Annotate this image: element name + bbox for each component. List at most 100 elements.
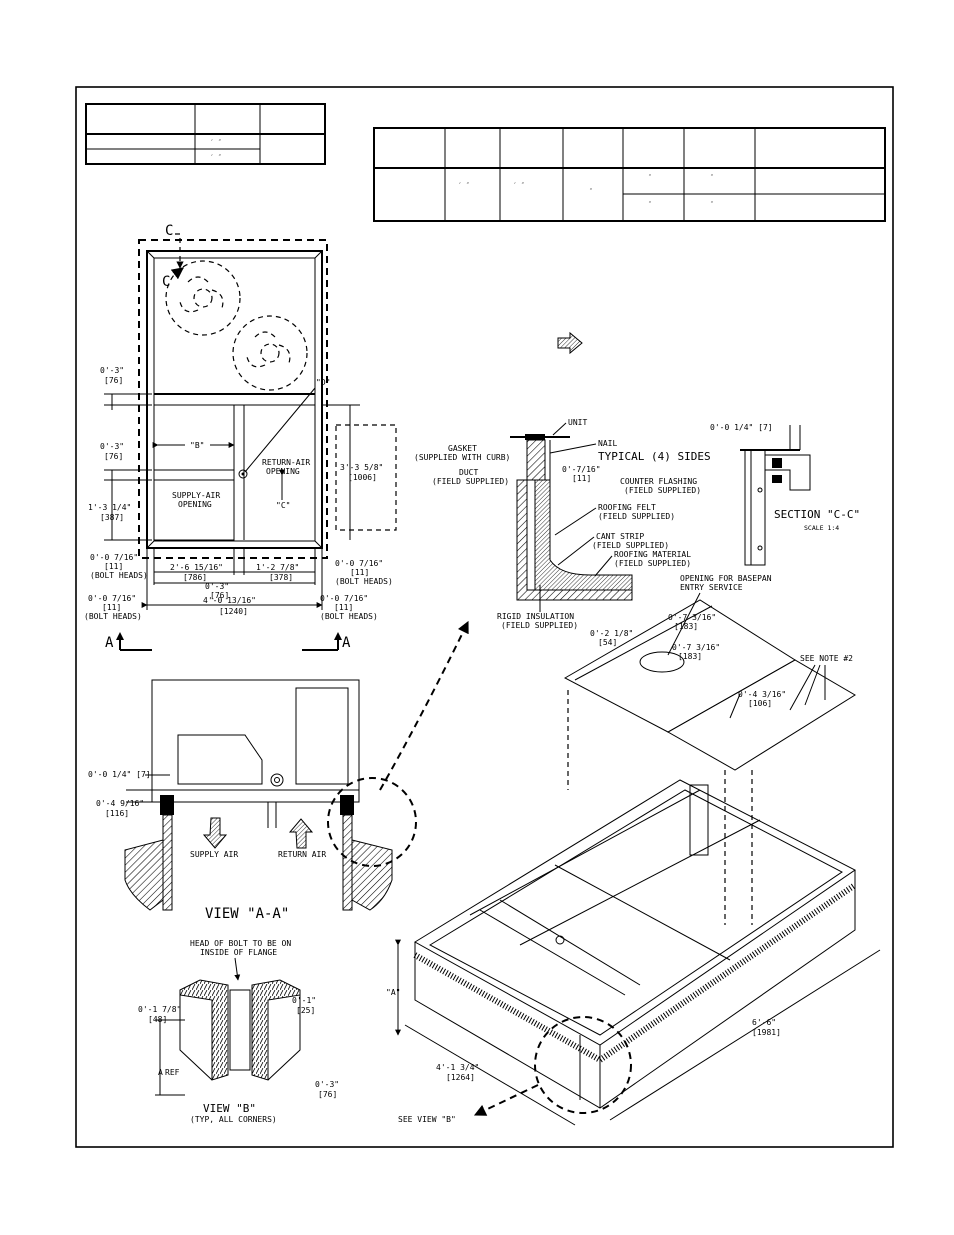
section-a-mark: A	[105, 635, 114, 651]
dim-text: 0'-1 7/8"	[138, 1005, 181, 1014]
dim-text: (BOLT HEADS)	[84, 612, 142, 621]
return-air-label: RETURN AIR	[278, 850, 326, 859]
table-right-cell: ″	[648, 173, 652, 181]
view-b-title: VIEW "B"	[203, 1102, 256, 1115]
iso-label: ENTRY SERVICE	[680, 583, 743, 592]
dim-text: [54]	[598, 638, 617, 647]
dim-text: [25]	[296, 1006, 315, 1015]
view-b: HEAD OF BOLT TO BE ON INSIDE OF FLANGE 0…	[138, 939, 339, 1124]
plan-view: C C "B" "C" "D" RETURN-AIR OPENING SUPPL…	[84, 223, 397, 651]
dim-text: (BOLT HEADS)	[90, 571, 148, 580]
curb-label: (FIELD SUPPLIED)	[598, 512, 675, 521]
dim-text: 1'-2 7/8"	[256, 563, 299, 572]
dim-text: [76]	[104, 452, 123, 461]
curb-label: NAIL	[598, 439, 617, 448]
section-c-c-scale: SCALE 1:4	[804, 524, 839, 532]
dim-text: 4'-0 13/16"	[203, 596, 256, 605]
dim-text: [116]	[105, 809, 129, 818]
section-c-c: 0'-0 1/4" [7] SECTION "C-C" SCALE 1:4	[710, 423, 860, 566]
dim-text: 0'-4 3/16"	[738, 690, 786, 699]
dim-text: 0'-7/16"	[562, 465, 601, 474]
supply-air-opening-label: OPENING	[178, 500, 212, 509]
section-c-mark: C	[165, 223, 173, 239]
return-air-opening-label: OPENING	[266, 467, 300, 476]
curb-label: GASKET	[448, 444, 477, 453]
curb-label: COUNTER FLASHING	[620, 477, 697, 486]
dim-text: REF	[165, 1068, 180, 1077]
dim-text: [1006]	[348, 473, 377, 482]
dim-text: 0'-7 3/16"	[672, 643, 720, 652]
dim-text: 0'-0 7/16"	[320, 594, 368, 603]
view-a-a: SUPPLY AIR RETURN AIR 0'-0 1/4" [7] 0'-4…	[88, 679, 417, 922]
curb-label: DUCT	[459, 468, 478, 477]
supply-air-label: SUPPLY AIR	[190, 850, 238, 859]
dim-text: [11]	[572, 474, 591, 483]
dim-text: (BOLT HEADS)	[335, 577, 393, 586]
dim-text: [48]	[148, 1015, 167, 1024]
dim-text: 0'-3"	[100, 366, 124, 375]
dim-text: 0'-0 1/4" [7]	[710, 423, 773, 432]
return-air-opening-label: RETURN-AIR	[262, 458, 310, 467]
dim-text: [1264]	[446, 1073, 475, 1082]
view-b-note: HEAD OF BOLT TO BE ON	[190, 939, 291, 948]
dim-text: 0'-3"	[315, 1080, 339, 1089]
curb-label: (SUPPLIED WITH CURB)	[414, 453, 510, 462]
curb-label: (FIELD SUPPLIED)	[614, 559, 691, 568]
dim-text: 4'-1 3/4"	[436, 1063, 479, 1072]
label-c: "C"	[276, 501, 290, 510]
section-a-mark: A	[342, 635, 351, 651]
dim-text: 0'-0 7/16"	[90, 553, 138, 562]
table-right-cell: ″	[710, 200, 714, 208]
dimension-table-left: ′ ″ ′ ″	[85, 103, 326, 165]
view-b-subtitle: (TYP, ALL CORNERS)	[190, 1115, 277, 1124]
dim-text: [76]	[104, 376, 123, 385]
dim-text: [1240]	[219, 607, 248, 616]
dim-text: [11]	[102, 603, 121, 612]
curb-label: (FIELD SUPPLIED)	[501, 621, 578, 630]
see-view-b-label: SEE VIEW "B"	[398, 1115, 456, 1124]
page-frame	[75, 86, 894, 1148]
dim-text: [183]	[678, 652, 702, 661]
isometric-curb: OPENING FOR BASEPAN ENTRY SERVICE 0'-7 3…	[386, 574, 881, 1126]
dim-text: 0'-3"	[100, 442, 124, 451]
dim-text: [387]	[100, 513, 124, 522]
curb-label: ROOFING MATERIAL	[614, 550, 691, 559]
dim-text: 0'-4 9/16"	[96, 799, 144, 808]
section-c-c-title: SECTION "C-C"	[774, 508, 860, 521]
table-right-cell: ″	[710, 173, 714, 181]
typical-note: TYPICAL (4) SIDES	[598, 450, 711, 463]
dimension-table-right: ′ ″ ′ ″ ″ ″ ″ ″ ″	[373, 127, 886, 222]
view-a-a-title: VIEW "A-A"	[205, 906, 289, 922]
curb-label: (FIELD SUPPLIED)	[624, 486, 701, 495]
table-left-cell: ′ ″	[210, 138, 222, 146]
section-c-mark: C	[162, 274, 170, 290]
dim-text: [11]	[350, 568, 369, 577]
dim-text: 0'-0 1/4" [7]	[88, 770, 151, 779]
table-right-cell: ″	[648, 200, 652, 208]
direction-arrow-icon	[557, 331, 583, 355]
dim-text: A	[158, 1068, 163, 1077]
dim-text: 3'-3 5/8"	[340, 463, 383, 472]
label-b: "B"	[190, 441, 204, 450]
dim-text: [183]	[674, 622, 698, 631]
table-left-cell: ′ ″	[210, 153, 222, 161]
dim-text: 0'-7 3/16"	[668, 613, 716, 622]
dim-text: 6'-6"	[752, 1018, 776, 1027]
table-right-cell: ″	[589, 187, 593, 195]
leader-arrow	[379, 620, 469, 791]
curb-label: ROOFING FELT	[598, 503, 656, 512]
curb-label: CANT STRIP	[596, 532, 644, 541]
see-note-label: SEE NOTE #2	[800, 654, 853, 663]
curb-label: (FIELD SUPPLIED)	[432, 477, 509, 486]
dim-text: [11]	[104, 562, 123, 571]
view-b-note: INSIDE OF FLANGE	[200, 948, 277, 957]
curb-label: RIGID INSULATION	[497, 612, 574, 621]
curb-label: (FIELD SUPPLIED)	[592, 541, 669, 550]
iso-label: OPENING FOR BASEPAN	[680, 574, 772, 583]
dim-text: 1'-3 1/4"	[88, 503, 131, 512]
dim-text: 0'-0 7/16"	[88, 594, 136, 603]
label-a: "A"	[386, 988, 400, 997]
dim-text: [378]	[269, 573, 293, 582]
dim-text: 0'-2 1/8"	[590, 629, 633, 638]
dim-text: 2'-6 15/16"	[170, 563, 223, 572]
